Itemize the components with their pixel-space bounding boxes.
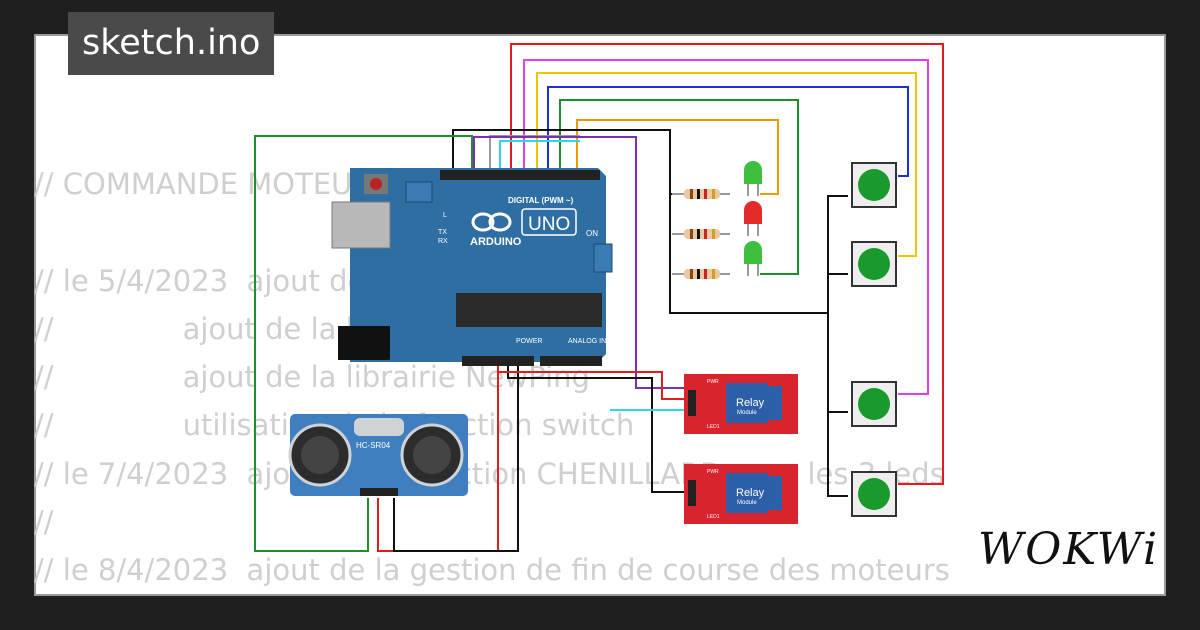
relay-module-2[interactable]: Relay Module PWR LED1	[684, 464, 798, 524]
wire-black-top	[452, 129, 828, 314]
digital-header	[440, 170, 600, 180]
wire-purple	[473, 136, 688, 389]
code-line: //	[34, 505, 54, 540]
led-label-l: L	[443, 212, 447, 219]
file-title: sketch.ino	[68, 12, 275, 75]
wire-blue	[547, 86, 909, 177]
power-jack	[338, 326, 390, 360]
wire-green-led	[559, 99, 799, 275]
ultrasonic-sensor[interactable]: HC-SR04	[288, 414, 468, 496]
usb-connector	[331, 201, 391, 249]
microcontroller-chip	[456, 293, 602, 327]
wire-magenta	[523, 59, 929, 395]
power-header	[462, 356, 534, 366]
relay-2-sub: Module	[737, 500, 757, 506]
resistor	[672, 189, 730, 199]
wokwi-logo: WOKWi	[978, 524, 1160, 575]
push-button-4[interactable]	[851, 471, 897, 517]
led-green-2[interactable]	[744, 241, 762, 276]
led-label-rx: RX	[438, 238, 448, 245]
wire-black-gnd	[393, 362, 519, 552]
relay-module-1[interactable]: Relay Module PWR LED1	[684, 374, 798, 434]
led-red[interactable]	[744, 201, 762, 236]
on-label: ON	[586, 229, 598, 238]
analog-label: ANALOG IN	[568, 338, 606, 345]
power-label: POWER	[516, 338, 542, 345]
wire-black-rail	[827, 195, 848, 497]
relay-1-led: LED1	[707, 424, 720, 430]
relay-2-label: Relay	[736, 487, 765, 499]
wire-red	[510, 43, 944, 485]
led-green-1[interactable]	[744, 161, 762, 196]
code-line: // le 8/4/2023 ajout de la gestion de fi…	[34, 553, 950, 588]
push-button-2[interactable]	[851, 241, 897, 287]
led-label-tx: TX	[438, 229, 447, 236]
push-button-1[interactable]	[851, 162, 897, 208]
wires	[254, 43, 944, 552]
wire-green-trig	[254, 135, 473, 552]
sensor-label: HC-SR04	[356, 441, 391, 450]
relay-1-pwr: PWR	[707, 379, 719, 385]
relay-2-pwr: PWR	[707, 469, 719, 475]
wire-yellow	[536, 72, 917, 257]
digital-label: DIGITAL (PWM ~)	[508, 196, 574, 205]
arduino-model: UNO	[528, 214, 570, 235]
arduino-uno-board[interactable]: DIGITAL (PWM ~) ARDUINO UNO ON L TX RX P…	[331, 168, 613, 366]
resistor	[672, 269, 730, 279]
arduino-brand: ARDUINO	[470, 236, 522, 248]
resistor	[672, 229, 730, 239]
wire-cyan	[499, 140, 580, 170]
wire-red-relay2	[498, 371, 688, 400]
relay-1-sub: Module	[737, 410, 757, 416]
relay-2-led: LED1	[707, 514, 720, 520]
push-button-3[interactable]	[851, 381, 897, 427]
analog-header	[540, 356, 602, 366]
relay-1-label: Relay	[736, 397, 765, 409]
resistors	[672, 189, 730, 279]
